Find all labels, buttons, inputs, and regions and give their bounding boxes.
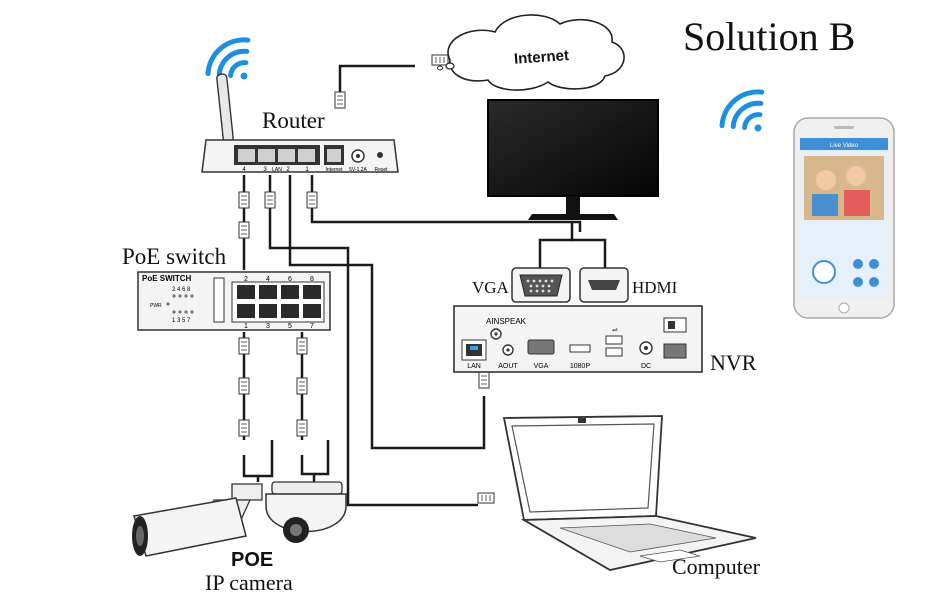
nvr-dc-label: DC [641,363,651,370]
cable-router-nvr-lan [288,175,486,450]
nvr-vga-label: VGA [534,363,549,370]
poe-label: POE [231,549,273,571]
cable-dome-pigtail [300,455,316,482]
nvr-aout-label: AOUT [498,363,518,370]
cable-router-internet [338,64,415,108]
cable-monitor-vga [538,222,574,268]
vga-label: VGA [472,278,510,297]
cable-monitor-hdmi [572,238,607,268]
switch-port-6: 6 [288,276,292,283]
cable-bullet-pigtail [242,455,260,482]
vga-connector [511,267,571,303]
switch-port-2: 2 [244,276,248,283]
hdmi-connector [579,267,629,303]
router-port-1: 1 [305,167,309,173]
internet-cloud [437,14,625,91]
nvr: ⇌ [453,305,703,373]
nvr-ainspeak-label: AINSPEAK [486,317,527,326]
switch-name: PoE SWITCH [142,274,192,283]
switch-pwr-label: PWR [150,303,162,309]
poe-switch [137,271,331,331]
switch-top-led-numbers: 2 4 6 8 [172,287,191,293]
poe-switch-label: PoE switch [122,244,227,269]
monitor [487,99,659,220]
router-port-3: 3 [263,167,267,173]
switch-port-4: 4 [266,276,270,283]
dome-camera [265,481,347,543]
switch-port-8: 8 [310,276,314,283]
smartphone [793,117,895,319]
diagram-title: Solution B [683,14,855,59]
bullet-camera [132,483,263,557]
router-port-4: 4 [242,167,246,173]
wifi-icon-phone [719,89,765,132]
router-antenna [216,73,234,143]
router-reset-label: Reset [374,167,388,173]
router-port-lan: LAN [272,167,282,173]
switch-port-3: 3 [266,323,270,330]
computer-label: Computer [672,554,761,579]
svg-text:⇌: ⇌ [612,327,618,334]
router-port-internet: Internet [326,167,344,173]
nvr-1080p-label: 1080P [570,363,591,370]
cable-dome-pigtail2 [314,440,330,476]
router [201,73,399,173]
ip-camera-label: IP camera [205,570,293,595]
internet-label: Internet [513,47,569,68]
switch-port-7: 7 [310,323,314,330]
cable-bullet-pigtail2 [258,440,274,478]
router-label: Router [262,108,325,133]
phone-header: Live Video [830,143,859,149]
router-power-label: 5V-1.2A [349,167,367,173]
hdmi-label: HDMI [632,278,678,297]
switch-port-1: 1 [244,323,248,330]
nvr-lan-label: LAN [467,363,481,370]
switch-port-5: 5 [288,323,292,330]
wifi-icon-router [205,37,251,80]
switch-bottom-led-numbers: 1 3 5 7 [172,318,191,324]
cable-router-laptop [268,175,478,507]
router-port-2: 2 [286,167,290,173]
nvr-label: NVR [710,350,757,375]
laptop [502,415,757,571]
